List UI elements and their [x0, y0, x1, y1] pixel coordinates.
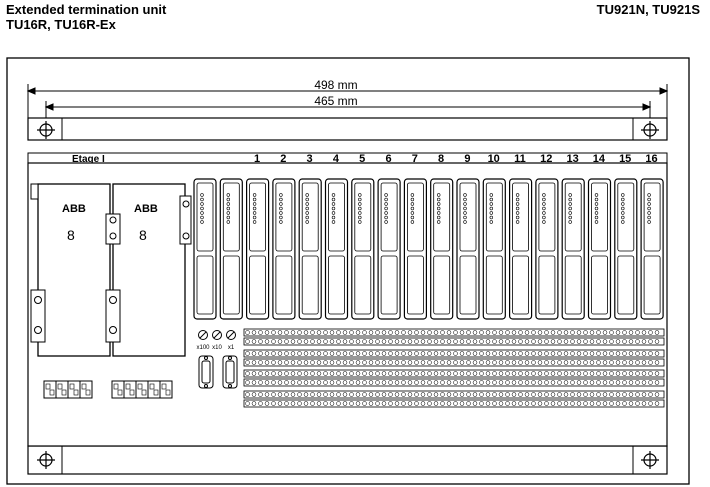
power-module-1: ABB 8 [30, 183, 111, 357]
module-slot [377, 178, 401, 320]
power-module-brand: ABB [62, 203, 86, 215]
small-terminal-block [159, 380, 173, 399]
small-terminal-block [67, 380, 81, 399]
module-slot [351, 178, 375, 320]
module-slot [614, 178, 638, 320]
dimension-inner-label: 465 mm [314, 94, 357, 108]
slot-number: 15 [619, 153, 631, 165]
terminal-row [243, 390, 665, 399]
slot-number: 10 [488, 153, 500, 165]
terminal-row [243, 349, 665, 358]
power-module-brand: ABB [134, 203, 158, 215]
small-terminal-block [43, 380, 57, 399]
dial-switch: x100 [196, 330, 210, 351]
slot-number: 9 [464, 153, 470, 165]
terminal-blocks-middle [111, 380, 173, 399]
power-module-2: ABB 8 [105, 183, 192, 357]
sub-d-connector-2 [222, 355, 238, 389]
module-slot [324, 178, 349, 320]
mounting-hole-icon [37, 451, 55, 469]
slot-number: 16 [645, 153, 657, 165]
module-slot [272, 178, 296, 320]
module-slot [561, 178, 585, 320]
small-terminal-block [79, 380, 93, 399]
terminal-row [243, 328, 665, 337]
slot-number: 11 [514, 153, 526, 165]
small-terminal-block [111, 380, 125, 399]
terminal-row [243, 378, 665, 387]
mounting-hole-icon [641, 121, 659, 139]
dimension-lines [26, 84, 669, 140]
module-slot [219, 178, 243, 320]
dial-switch-label: x10 [212, 345, 222, 351]
top-mounting-rail [27, 117, 668, 141]
dial-switch: x10 [212, 330, 222, 351]
module-slot [509, 178, 533, 320]
module-slot [482, 178, 506, 320]
terminal-strips [243, 328, 665, 408]
dial-switch: x1 [226, 330, 236, 351]
etage-label: Etage I [72, 154, 105, 165]
power-module-digit: 8 [139, 227, 147, 243]
slot-number: 4 [333, 153, 340, 165]
doc-product-codes: TU921N, TU921S [596, 2, 700, 17]
mounting-hole-icon [641, 451, 659, 469]
slot-number: 6 [385, 153, 391, 165]
dial-switch-label: x1 [228, 345, 235, 351]
small-terminal-block [135, 380, 149, 399]
module-slot [298, 178, 322, 320]
small-terminal-block [55, 380, 69, 399]
terminal-row [243, 399, 665, 408]
mounting-hole-icon [37, 121, 55, 139]
doc-title-line2: TU16R, TU16R-Ex [6, 17, 116, 32]
module-slots [193, 178, 664, 320]
slot-number: 7 [412, 153, 418, 165]
dial-switch-label: x100 [196, 345, 210, 351]
slot-number: 2 [280, 153, 286, 165]
module-slot [403, 178, 427, 320]
dimension-outer-label: 498 mm [314, 78, 357, 92]
power-module-digit: 8 [67, 227, 75, 243]
module-slot [193, 178, 217, 320]
module-slot [246, 178, 270, 320]
slot-number: 14 [593, 153, 606, 165]
slot-number: 1 [254, 153, 260, 165]
slot-number: 5 [359, 153, 365, 165]
module-slot [640, 178, 664, 320]
slot-number: 13 [566, 153, 578, 165]
terminal-row [243, 337, 665, 346]
terminal-row [243, 369, 665, 378]
sub-d-connector-1 [198, 355, 214, 389]
module-slot [430, 178, 454, 320]
module-slot [535, 178, 559, 320]
terminal-row [243, 358, 665, 367]
small-terminal-block [123, 380, 137, 399]
slot-number: 8 [438, 153, 444, 165]
module-slot [587, 178, 612, 320]
slot-number: 3 [307, 153, 313, 165]
figure-frame [6, 57, 690, 485]
doc-title-line1: Extended termination unit [6, 2, 167, 17]
slot-number: 12 [540, 153, 552, 165]
module-slot [456, 178, 480, 320]
doc-title: Extended termination unit TU16R, TU16R-E… [6, 2, 166, 32]
small-terminal-block [147, 380, 161, 399]
terminal-blocks-left [43, 380, 93, 399]
bottom-mounting-rail [27, 445, 668, 475]
